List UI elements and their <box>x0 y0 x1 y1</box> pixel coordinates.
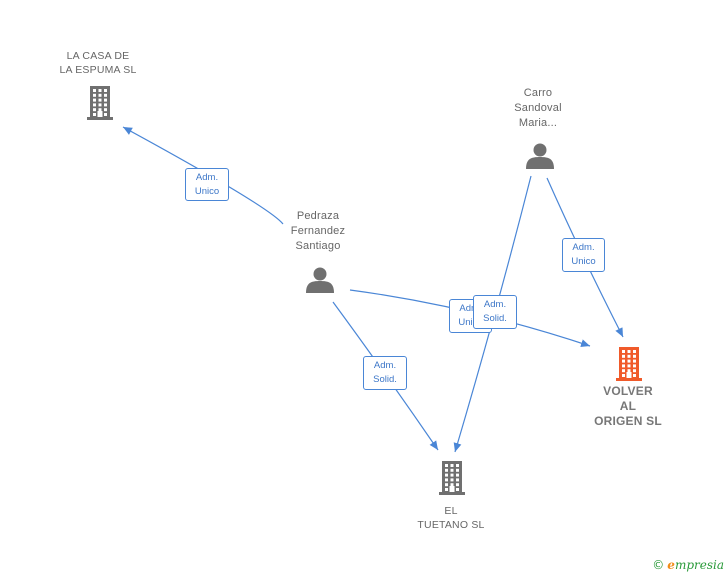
volver-label[interactable]: VOLVER AL ORIGEN SL <box>594 383 662 428</box>
edge-label-pedraza-to-el-tuetano[interactable]: Adm. Solid. <box>363 356 407 390</box>
pedraza-person-icon[interactable] <box>306 267 334 294</box>
carro-person-icon[interactable] <box>526 143 554 170</box>
edge-label-carro-to-volver[interactable]: Adm. Unico <box>562 238 605 272</box>
el-tuetano-label[interactable]: EL TUETANO SL <box>417 505 485 531</box>
volver-building-icon[interactable] <box>616 347 642 381</box>
brand-logo-text: mpresia <box>674 558 724 572</box>
la-casa-building-icon[interactable] <box>87 86 113 120</box>
pedraza-label[interactable]: Pedraza Fernandez Santiago <box>290 209 346 252</box>
edge-label-pedraza-to-la-casa[interactable]: Adm. Unico <box>185 168 229 201</box>
brand-logo-e: e <box>667 558 675 572</box>
brand-footer: ©empresia <box>652 558 724 572</box>
carro-label[interactable]: Carro Sandoval Maria... <box>514 86 562 129</box>
edge-label-carro-to-el-tuetano[interactable]: Adm. Solid. <box>473 295 517 329</box>
el-tuetano-building-icon[interactable] <box>439 461 465 495</box>
copyright-symbol: © <box>652 558 665 572</box>
la-casa-label[interactable]: LA CASA DE LA ESPUMA SL <box>59 50 137 76</box>
edge-pedraza-to-la-casa <box>122 126 284 225</box>
